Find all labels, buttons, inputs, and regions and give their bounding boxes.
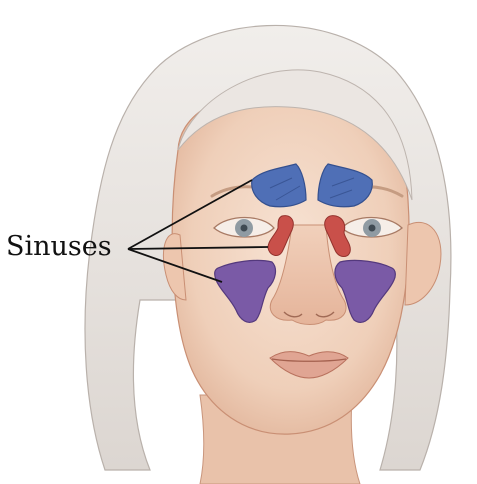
sinuses-label: Sinuses [6,232,112,262]
